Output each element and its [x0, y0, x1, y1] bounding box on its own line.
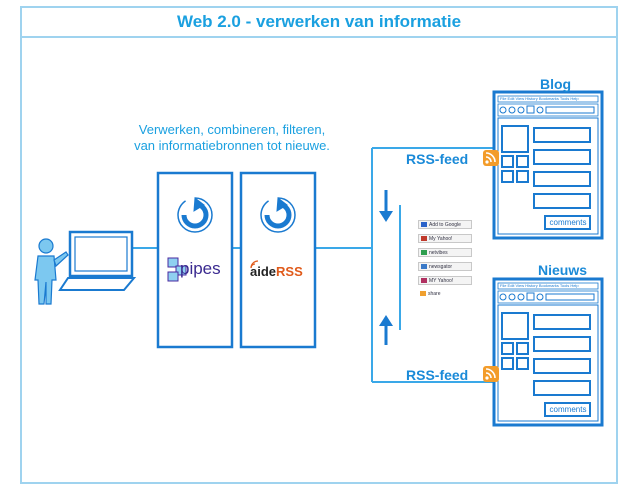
refresh-icon-aide [260, 197, 296, 233]
news-menu-bar: File Edit View History Bookmarks Tools H… [500, 283, 579, 288]
aiderss-logo: aideRSS [250, 264, 303, 279]
blog-comments-button[interactable]: comments [549, 218, 587, 227]
badge-my-yahoo[interactable]: My Yahoo! [418, 234, 472, 243]
pipes-logo-text: pipes [180, 259, 221, 278]
caption: Verwerken, combineren, filteren, van inf… [122, 122, 342, 154]
rss-feed-icon-blog [483, 150, 499, 166]
google-icon [421, 222, 427, 227]
blog-label: Blog [540, 76, 572, 92]
badge-add-to-google[interactable]: Add to Google [418, 220, 472, 229]
rss-feed-label-top: RSS-feed [406, 151, 469, 167]
share-icon [420, 291, 426, 296]
news-label: Nieuws [538, 262, 588, 278]
refresh-icon-pipes [177, 197, 213, 233]
badge-newsgator[interactable]: newsgator [418, 262, 472, 271]
aiderss-prefix: aide [250, 264, 277, 279]
aiderss-suffix: RSS [276, 264, 303, 279]
title-bar: Web 2.0 - verwerken van informatie [20, 6, 618, 38]
rss-feed-label-bottom: RSS-feed [406, 367, 469, 383]
news-comments-button[interactable]: comments [549, 405, 587, 414]
badge-my-yahoo-2[interactable]: MY Yahoo! [418, 276, 472, 285]
person-icon [34, 238, 69, 305]
laptop-icon [58, 230, 137, 291]
pipes-logo-icon [167, 257, 187, 282]
caption-line-2: van informatiebronnen tot nieuwe. [134, 138, 330, 153]
netvibes-icon [421, 250, 427, 255]
rss-feed-icon-news [483, 366, 499, 382]
arrow-down-icon [379, 190, 393, 222]
blog-browser [492, 90, 604, 240]
arrow-up-icon [379, 315, 393, 345]
rss-signal-icon [250, 260, 259, 269]
news-browser [492, 277, 604, 427]
blog-menu-bar: File Edit View History Bookmarks Tools H… [500, 96, 579, 101]
badge-netvibes[interactable]: netvibes [418, 248, 472, 257]
yahoo-icon [421, 236, 427, 241]
badge-share[interactable]: share [418, 290, 472, 299]
connectors [133, 147, 495, 383]
caption-line-1: Verwerken, combineren, filteren, [138, 122, 326, 137]
newsgator-icon [421, 264, 427, 269]
yahoo-icon-2 [421, 278, 427, 283]
diagram-title: Web 2.0 - verwerken van informatie [176, 12, 462, 31]
